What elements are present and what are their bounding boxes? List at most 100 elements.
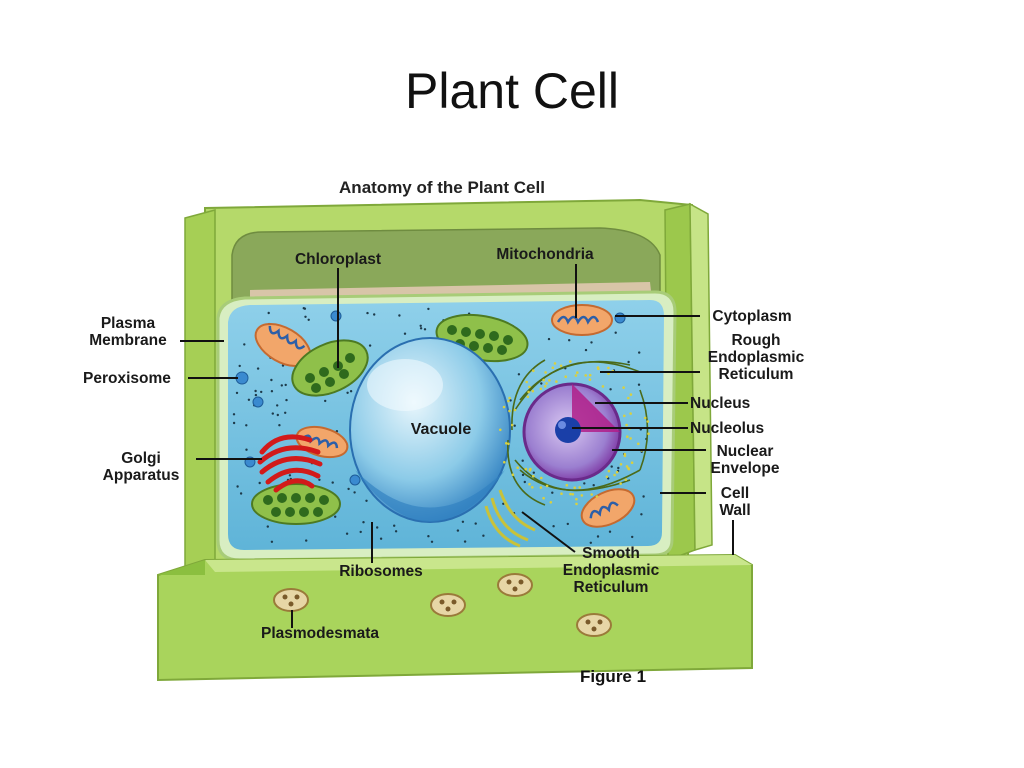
ribosome-dot: [521, 473, 525, 477]
ribosome-dot: [345, 532, 349, 535]
plasmodesmata: [273, 573, 612, 637]
rer-ribosome-dot: [619, 463, 623, 466]
ribosome-dot: [303, 307, 307, 310]
ribosome-dot: [394, 530, 398, 533]
label-plasma-membrane-line2: Membrane: [89, 332, 167, 349]
rer-ribosome-dot: [507, 442, 510, 446]
label-mitochondria: Mitochondria: [496, 246, 594, 263]
chloroplast-lower-left: [251, 483, 341, 525]
ribosome-dot: [236, 485, 239, 488]
rer-ribosome-dot: [576, 371, 579, 374]
rer-ribosome-dot: [622, 386, 625, 389]
label-smooth-er-line1: Smooth: [582, 545, 640, 562]
figure-caption: Figure 1: [580, 667, 646, 686]
rer-ribosome-dot: [560, 492, 563, 496]
rer-ribosome-dot: [629, 437, 632, 440]
label-nuclear-envelope-line1: Nuclear: [717, 443, 774, 460]
ribosome-dot: [456, 529, 460, 532]
leader-lines: [180, 264, 734, 628]
ribosome-dot: [583, 482, 586, 485]
plasmodesma-4: [576, 613, 612, 637]
ribosome-dot: [245, 448, 248, 451]
ribosome-dot: [532, 471, 535, 474]
ribosome-dot: [270, 540, 274, 543]
rer-ribosome-dot: [624, 478, 628, 482]
rer-ribosome-dot: [527, 390, 530, 394]
nucleus: [522, 382, 622, 482]
rer-ribosome-dot: [588, 378, 592, 381]
rer-ribosome-dot: [578, 486, 581, 489]
ribosome-dot: [403, 332, 407, 335]
rer-ribosome-dot: [625, 423, 628, 427]
ribosome-dot: [551, 491, 554, 494]
rer-ribosome-dot: [545, 484, 549, 488]
ribosome-dot: [609, 388, 612, 391]
rer-ribosome-dot: [571, 493, 575, 496]
rer-ribosome-dot: [564, 375, 567, 379]
ribosome-dot: [270, 390, 274, 393]
ribosome-dot: [331, 481, 334, 484]
cell-wall-front: [157, 553, 753, 682]
rer-ribosome-dot: [548, 379, 551, 382]
ribosome-dot: [640, 513, 643, 516]
label-nucleus: Nucleus: [690, 395, 750, 412]
rer-ribosome-dot: [607, 469, 611, 473]
ribosome-dot: [324, 399, 327, 403]
ribosome-dot: [359, 530, 362, 534]
rer-ribosome-dot: [531, 389, 535, 393]
rer-ribosome-dot: [531, 486, 534, 489]
ribosome-dot: [379, 537, 383, 540]
label-nuclear-envelope-line2: Envelope: [711, 460, 780, 477]
figure-title: Anatomy of the Plant Cell: [339, 178, 545, 197]
ribosome-dot: [267, 311, 270, 315]
label-cell-wall-line2: Wall: [719, 502, 750, 519]
ribosome-dot: [307, 318, 310, 321]
labels: Chloroplast Mitochondria Cytoplasm Rough…: [83, 246, 805, 642]
leader-smooth-er: [521, 511, 576, 553]
ribosome-dot: [430, 540, 434, 543]
rer-ribosome-dot: [507, 399, 510, 403]
ribosome-dot: [617, 466, 620, 470]
label-plasma-membrane-line1: Plasma: [101, 315, 156, 332]
ribosome-dot: [637, 383, 641, 386]
rer-ribosome-dot: [525, 380, 528, 384]
rer-ribosome-dot: [574, 374, 578, 377]
ribosome-dot: [540, 382, 543, 385]
rer-ribosome-dot: [508, 409, 511, 413]
rer-ribosome-dot: [549, 501, 553, 504]
ribosome-dot: [334, 515, 337, 518]
rer-ribosome-dot: [559, 364, 563, 368]
rer-ribosome-dot: [627, 467, 631, 471]
ribosome-dot: [284, 383, 287, 387]
ribosome-dot: [353, 491, 356, 494]
ribosome-dot: [513, 424, 516, 427]
label-golgi-line1: Golgi: [121, 450, 161, 467]
label-rough-er-line1: Rough: [731, 332, 780, 349]
ribosome-dot: [590, 341, 593, 344]
ribosome-dot: [547, 337, 551, 341]
rer-ribosome-dot: [573, 486, 576, 490]
rer-ribosome-dot: [528, 385, 531, 389]
ribosome-dot: [584, 348, 588, 352]
ribosome-dot: [419, 324, 422, 327]
rer-ribosome-dot: [532, 474, 535, 478]
rer-ribosome-dot: [629, 412, 632, 415]
ribosome-dot: [398, 314, 401, 317]
ribosome-dot: [260, 390, 263, 394]
ribosome-dot: [276, 404, 279, 407]
ribosome-dot: [258, 481, 261, 485]
ribosome-dot: [347, 487, 350, 491]
rer-ribosome-dot: [601, 385, 605, 388]
ribosome-dot: [608, 530, 612, 533]
ribosome-dot: [362, 521, 365, 524]
ribosome-dot: [521, 459, 524, 462]
rer-ribosome-dot: [595, 495, 599, 498]
ribosome-dot: [509, 399, 512, 402]
rer-ribosome-dot: [590, 493, 593, 496]
golgi-apparatus: [257, 434, 323, 493]
rer-ribosome-dot: [551, 366, 555, 370]
ribosome-dot: [305, 539, 308, 542]
ribosome-dot: [463, 540, 467, 543]
rer-ribosome-dot: [544, 371, 547, 374]
